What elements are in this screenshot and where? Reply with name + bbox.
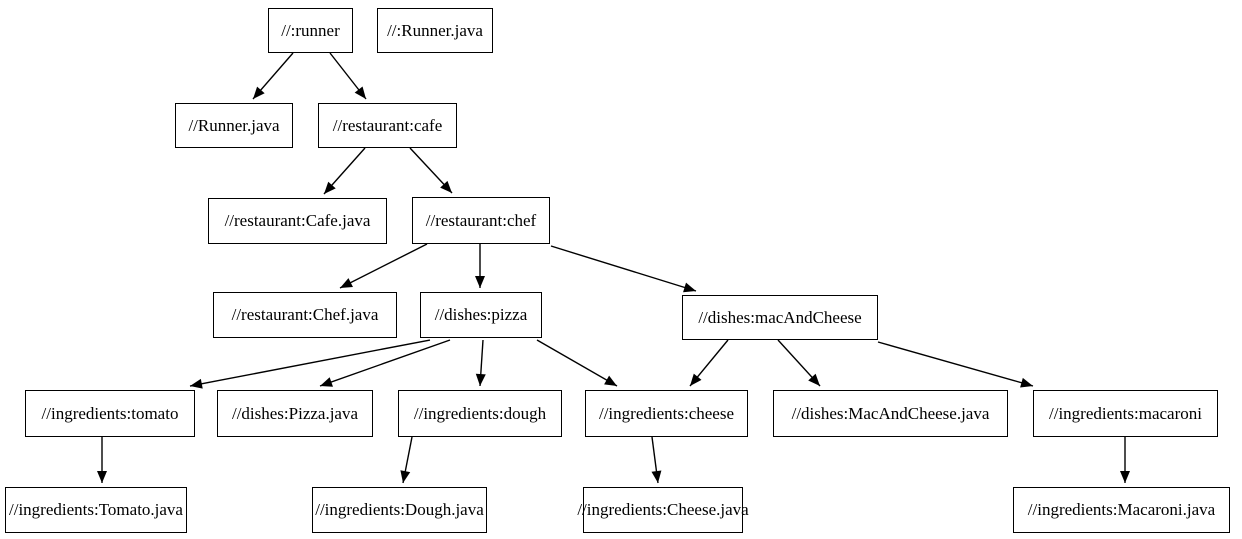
edge-cheese-to-cheese-java <box>651 436 662 484</box>
node-restaurant-cafe: //restaurant:cafe <box>318 103 457 148</box>
node-restaurant-cafe-java: //restaurant:Cafe.java <box>208 198 387 244</box>
edge-pizza-to-dough <box>475 339 486 387</box>
edge-cafe-to-chef <box>409 147 453 194</box>
edge-pizza-to-pizza-java <box>319 339 451 387</box>
node-ingredients-cheese-java: //ingredients:Cheese.java <box>577 487 749 533</box>
edge-pizza-to-cheese <box>536 339 618 387</box>
edge-macandcheese-to-macandcheese-java <box>777 339 821 387</box>
node-runner: //:runner <box>268 8 353 53</box>
edge-pizza-to-tomato <box>189 339 431 389</box>
node-ingredients-tomato: //ingredients:tomato <box>25 390 195 437</box>
edge-chef-to-macandcheese <box>550 245 697 293</box>
edge-macandcheese-to-cheese <box>689 339 729 387</box>
edge-dough-to-dough-java <box>400 436 413 484</box>
node-ingredients-tomato-java: //ingredients:Tomato.java <box>5 487 187 533</box>
edge-chef-to-chef-java <box>339 243 428 289</box>
node-runner-java-top: //:Runner.java <box>377 8 493 53</box>
node-ingredients-cheese: //ingredients:cheese <box>585 390 748 437</box>
node-restaurant-chef-java: //restaurant:Chef.java <box>213 292 397 338</box>
node-dishes-pizza: //dishes:pizza <box>420 292 542 338</box>
edge-cafe-to-cafe-java <box>323 147 366 195</box>
edge-macandcheese-to-macaroni <box>877 341 1034 388</box>
node-dishes-pizza-java: //dishes:Pizza.java <box>217 390 373 437</box>
node-dishes-macandcheese: //dishes:macAndCheese <box>682 295 878 340</box>
node-runner-java: //Runner.java <box>175 103 293 148</box>
edge-runner-to-restaurant-cafe <box>329 52 367 100</box>
node-ingredients-dough-java: //ingredients:Dough.java <box>312 487 487 533</box>
edge-runner-to-runner-java <box>252 52 294 100</box>
node-dishes-macandcheese-java: //dishes:MacAndCheese.java <box>773 390 1008 437</box>
node-ingredients-macaroni-java: //ingredients:Macaroni.java <box>1013 487 1230 533</box>
node-restaurant-chef: //restaurant:chef <box>412 197 550 244</box>
node-ingredients-macaroni: //ingredients:macaroni <box>1033 390 1218 437</box>
node-ingredients-dough: //ingredients:dough <box>398 390 562 437</box>
